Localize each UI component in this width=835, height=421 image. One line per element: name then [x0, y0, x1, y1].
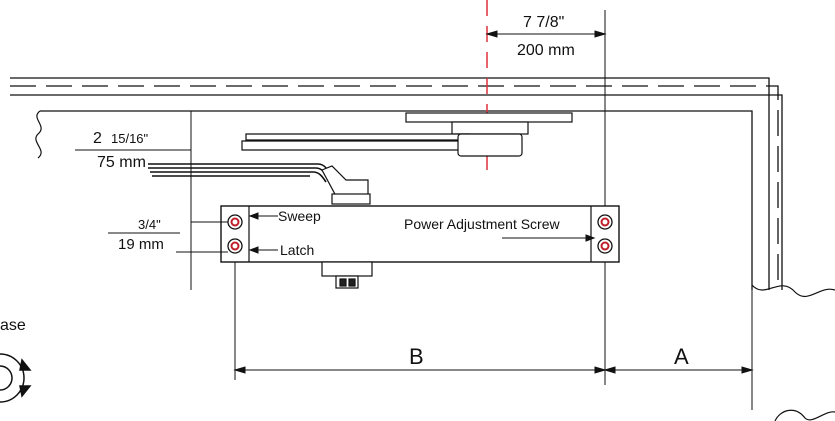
power-adjustment-label: Power Adjustment Screw	[404, 216, 561, 232]
top-dimension-metric: 200 mm	[517, 42, 575, 59]
offset-dimension-whole: 2	[93, 130, 102, 147]
arm-rod	[148, 163, 333, 183]
arm-bracket	[241, 112, 573, 157]
offset-dimension-fraction: 15/16"	[111, 131, 149, 146]
screw-icon	[227, 238, 243, 254]
dimension-a-label: A	[674, 344, 689, 369]
dimension-b-label: B	[409, 344, 424, 369]
screw-spacing-metric: 19 mm	[118, 236, 164, 253]
reference-lines	[190, 10, 753, 410]
latch-label: Latch	[280, 242, 314, 258]
screw-spacing-fraction: 3/4"	[138, 217, 161, 232]
mounting-screws	[227, 214, 613, 254]
partial-left-label: ase	[0, 317, 26, 334]
sweep-label: Sweep	[278, 208, 321, 224]
screw-icon	[597, 214, 613, 230]
top-dimension-fraction: 7 7/8"	[523, 14, 564, 31]
screw-icon	[227, 214, 243, 230]
dimension-screw-spacing	[108, 221, 228, 253]
break-line-bottom	[774, 409, 835, 421]
break-line-right	[751, 284, 835, 298]
leader-lines	[248, 212, 596, 254]
dimension-bottom	[233, 366, 754, 374]
offset-dimension-metric: 75 mm	[97, 154, 146, 171]
pinion-bottom	[321, 261, 373, 289]
closer-body	[220, 205, 620, 263]
door-frame	[10, 77, 783, 290]
dimension-top	[485, 30, 607, 38]
rotation-arrows-icon	[0, 353, 32, 403]
break-line-left	[35, 110, 42, 159]
screw-icon	[597, 238, 613, 254]
pinion-top	[321, 165, 371, 205]
